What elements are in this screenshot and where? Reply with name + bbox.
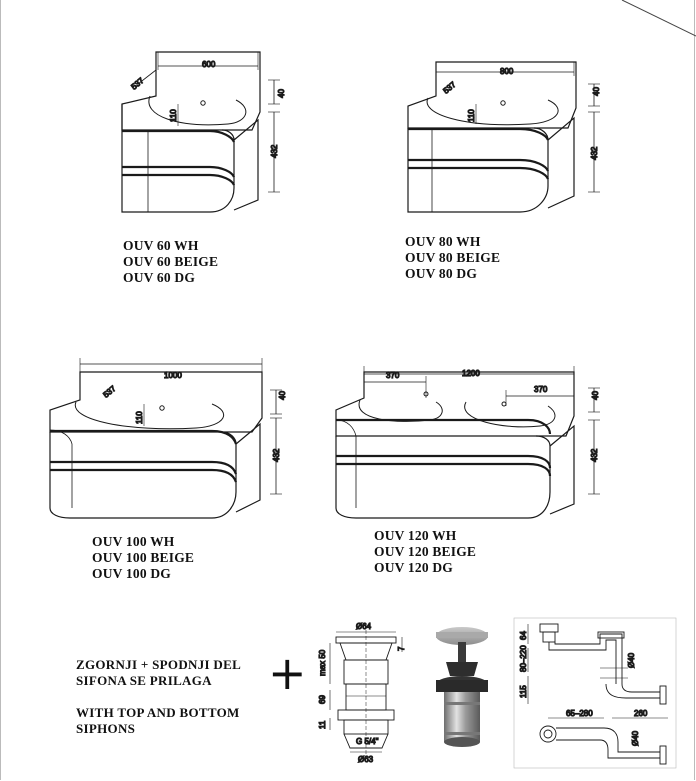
- label-ouv60: OUV 60 WH OUV 60 BEIGE OUV 60 DG: [123, 238, 218, 286]
- dim-siphon-top: 64: [519, 631, 528, 640]
- label-line: OUV 60 WH: [123, 238, 199, 253]
- dim-ouv80-top: 40: [592, 87, 601, 96]
- dim-drain-low: 11: [318, 720, 327, 729]
- dim-ouv100-inner: 110: [135, 411, 144, 424]
- dim-siphon-diameter: Ø40: [627, 652, 636, 668]
- corner-line: [621, 0, 696, 37]
- dim-ouv60-inner: 110: [169, 109, 178, 122]
- dim-ouv120-top: 40: [591, 391, 600, 400]
- dim-siphon-length: 65–280: [566, 709, 593, 718]
- note-line-2: SIFONA SE PRILAGA: [76, 673, 212, 688]
- label-line: OUV 100 DG: [92, 566, 172, 581]
- dim-ouv60-depth: 537: [130, 76, 146, 92]
- drain-valve-photo: [436, 627, 488, 747]
- dim-ouv100-height: 432: [272, 448, 281, 462]
- note-line-4: SIPHONS: [76, 721, 136, 736]
- dim-siphon-height: 115: [519, 685, 528, 698]
- dim-drain-right: 7: [397, 646, 406, 651]
- dim-siphon-outlet: 260: [634, 709, 648, 718]
- label-line: OUV 100 WH: [92, 534, 175, 549]
- dim-drain-bottom: Ø63: [358, 755, 374, 764]
- label-line: OUV 80 BEIGE: [405, 250, 501, 265]
- dim-ouv120-left-basin: 370: [386, 371, 400, 380]
- dim-ouv120-width: 1200: [462, 369, 480, 378]
- note-line-1: ZGORNJI + SPODNJI DEL: [76, 657, 242, 672]
- dim-siphon-diameter-2: Ø40: [631, 730, 640, 746]
- dim-ouv100-width: 1000: [164, 371, 182, 380]
- label-line: OUV 60 BEIGE: [123, 254, 219, 269]
- label-line: OUV 120 WH: [374, 528, 457, 543]
- dim-ouv60-height: 432: [270, 144, 279, 158]
- dim-drain-thread: G 5/4": [356, 737, 379, 746]
- dim-ouv100-depth: 537: [102, 384, 118, 400]
- label-line: OUV 120 BEIGE: [374, 544, 477, 559]
- dim-ouv120-height: 432: [590, 448, 599, 462]
- label-ouv80: OUV 80 WH OUV 80 BEIGE OUV 80 DG: [405, 234, 500, 282]
- cabinet-drawing-ouv120: [335, 366, 600, 519]
- dim-drain-mid: 69: [318, 695, 327, 704]
- label-line: OUV 100 BEIGE: [92, 550, 195, 565]
- cabinet-drawing-ouv80: [407, 61, 600, 213]
- note-line-3: WITH TOP AND BOTTOM: [76, 705, 240, 720]
- label-line: OUV 120 DG: [374, 560, 454, 575]
- label-ouv120: OUV 120 WH OUV 120 BEIGE OUV 120 DG: [374, 528, 476, 576]
- siphon-note: ZGORNJI + SPODNJI DEL SIFONA SE PRILAGA …: [76, 657, 241, 737]
- dim-ouv60-top: 40: [277, 89, 286, 98]
- dim-ouv80-width: 800: [500, 67, 514, 76]
- label-line: OUV 60 DG: [123, 270, 196, 285]
- dim-drain-max: max 50: [318, 649, 327, 676]
- label-ouv100: OUV 100 WH OUV 100 BEIGE OUV 100 DG: [92, 534, 194, 582]
- plus-sign: +: [268, 646, 307, 700]
- dim-ouv120-right-basin: 370: [534, 385, 548, 394]
- label-line: OUV 80 DG: [405, 266, 478, 281]
- dim-ouv80-depth: 537: [442, 80, 458, 96]
- dim-ouv80-inner: 110: [467, 109, 476, 122]
- label-line: OUV 80 WH: [405, 234, 481, 249]
- dim-ouv60-width: 600: [202, 60, 216, 69]
- cabinet-drawing-ouv60: [121, 51, 280, 213]
- dim-ouv100-top: 40: [278, 391, 287, 400]
- dim-drain-top: Ø64: [356, 622, 372, 631]
- dim-siphon-range: 80–220: [519, 645, 528, 672]
- dim-ouv80-height: 432: [590, 146, 599, 160]
- cabinet-drawing-ouv100: [49, 358, 282, 519]
- drain-valve-drawing: [329, 630, 403, 756]
- siphon-drawing: [513, 617, 677, 769]
